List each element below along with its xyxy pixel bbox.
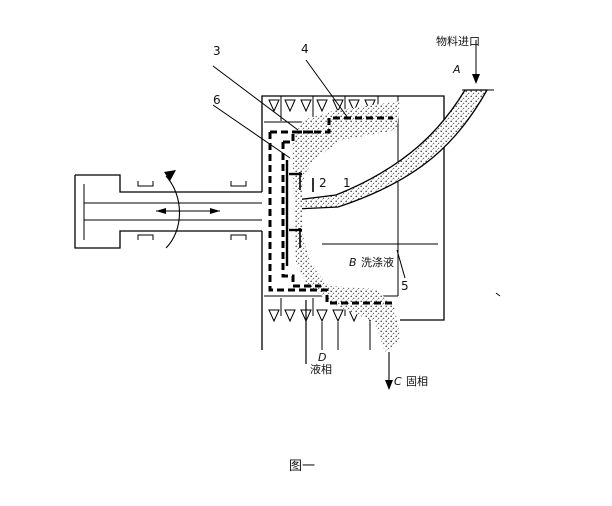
pusher-basket-outer bbox=[268, 116, 393, 305]
label-6: 6 bbox=[213, 93, 221, 107]
filter-cake bbox=[292, 101, 401, 352]
stray-mark bbox=[495, 292, 501, 297]
solid-phase-outlet bbox=[385, 352, 393, 390]
feed-pipe bbox=[295, 89, 494, 210]
label-solid-phase: 固相 bbox=[406, 375, 428, 388]
feed-inlet-arrow bbox=[472, 40, 480, 84]
label-4: 4 bbox=[301, 42, 309, 56]
pusher-plate bbox=[285, 160, 314, 266]
label-5: 5 bbox=[401, 279, 409, 293]
label-feed-inlet: 物料进口 bbox=[436, 35, 480, 48]
label-1: 1 bbox=[343, 176, 351, 190]
label-3: 3 bbox=[213, 44, 221, 58]
figure-caption: 图一 bbox=[289, 459, 316, 474]
pusher-basket-inner bbox=[281, 130, 321, 288]
label-wash-liquid: 洗涤液 bbox=[361, 256, 394, 269]
label-b: B bbox=[349, 256, 357, 269]
filter-nozzles-bottom bbox=[268, 298, 376, 350]
label-2: 2 bbox=[319, 176, 327, 190]
shaft-assembly bbox=[74, 174, 262, 249]
leader-lines bbox=[212, 59, 406, 279]
rotation-arrow-icon bbox=[164, 170, 176, 181]
label-a: A bbox=[453, 63, 461, 76]
label-liquid-phase: 液相 bbox=[310, 363, 332, 376]
filter-nozzles-top bbox=[268, 96, 379, 121]
label-c: C bbox=[394, 375, 402, 388]
label-d: D bbox=[318, 351, 327, 364]
